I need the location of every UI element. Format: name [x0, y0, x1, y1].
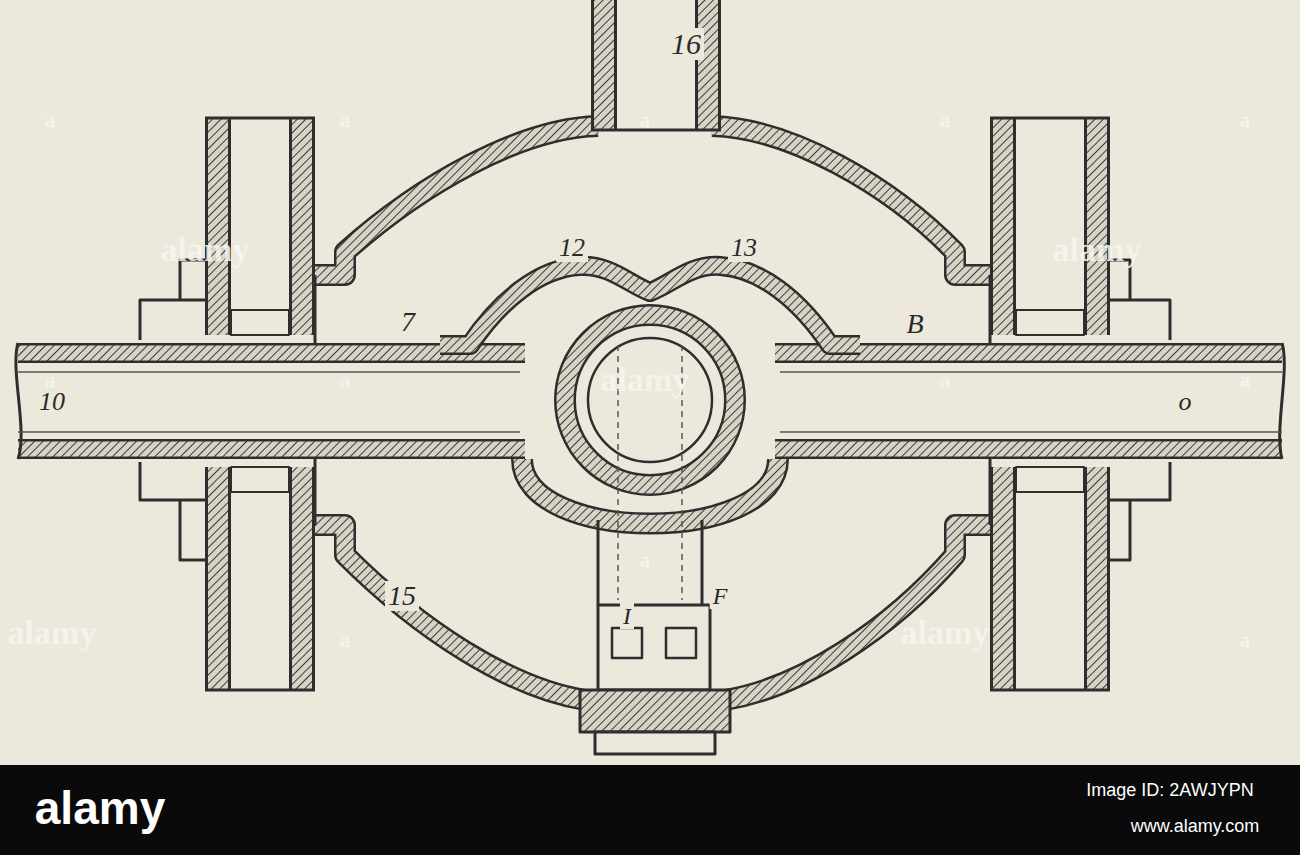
watermark: a — [340, 109, 351, 131]
watermark: alamy — [601, 363, 690, 397]
watermark: a — [1240, 629, 1251, 651]
watermark: a — [1240, 109, 1251, 131]
watermark: a — [640, 109, 651, 131]
watermark-band — [0, 765, 1300, 855]
watermark-logo: alamy — [35, 785, 165, 831]
watermark: a — [340, 369, 351, 391]
watermark: a — [45, 109, 56, 131]
callout-number: o — [1176, 388, 1195, 416]
watermark: a — [45, 369, 56, 391]
image-id: Image ID: 2AWJYPN — [1086, 781, 1253, 799]
watermark: alamy — [8, 616, 97, 650]
watermark: a — [640, 549, 651, 571]
callout-number: I — [620, 603, 634, 629]
watermark: alamy — [1053, 233, 1142, 267]
watermark: a — [1240, 369, 1251, 391]
callout-number: 10 — [36, 388, 68, 416]
callout-number: 7 — [398, 307, 418, 337]
watermark: a — [940, 369, 951, 391]
callout-number: 16 — [668, 28, 704, 60]
watermark: alamy — [901, 616, 990, 650]
callout-number: B — [903, 309, 926, 339]
callout-number: 13 — [728, 234, 760, 262]
callout-number: F — [710, 583, 731, 609]
watermark: a — [340, 629, 351, 651]
watermark: alamy — [161, 233, 250, 267]
callout-number: 15 — [385, 581, 419, 611]
watermark-url: www.alamy.com — [1131, 817, 1260, 835]
callout-number: 12 — [556, 234, 588, 262]
watermark: a — [940, 109, 951, 131]
